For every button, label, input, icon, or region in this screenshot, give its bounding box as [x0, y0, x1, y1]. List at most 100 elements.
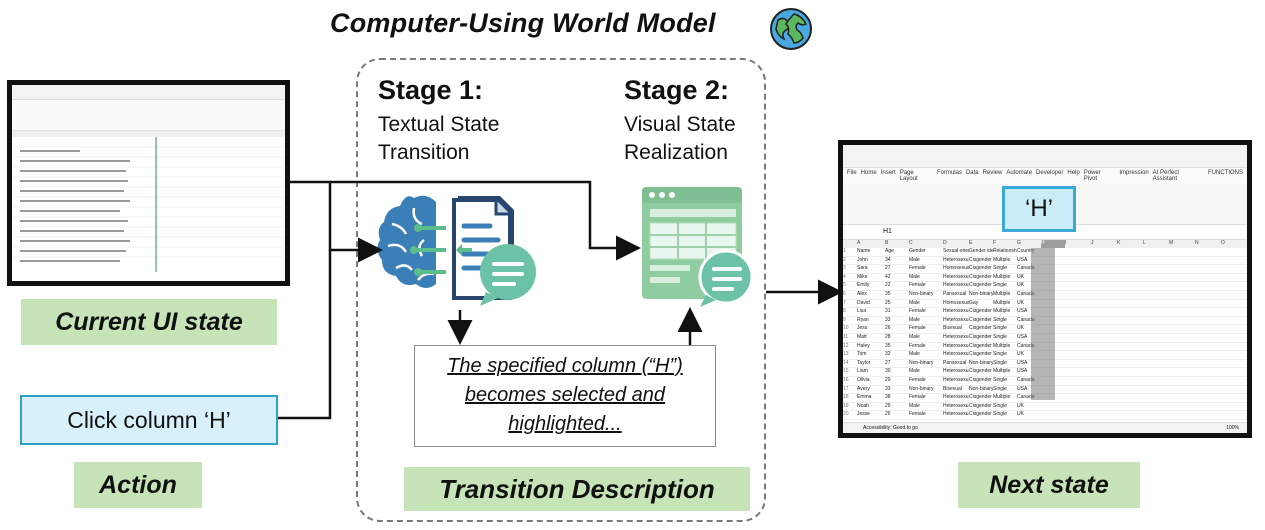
- table-cell[interactable]: Multiple: [993, 394, 1011, 401]
- row-number[interactable]: 13: [843, 351, 849, 358]
- row-number[interactable]: 2: [843, 256, 846, 263]
- table-cell[interactable]: Female: [909, 282, 926, 289]
- row-number[interactable]: 4: [843, 273, 846, 280]
- col-header-o[interactable]: O: [1221, 240, 1225, 246]
- table-cell[interactable]: 29: [885, 376, 891, 383]
- table-cell[interactable]: Male: [909, 368, 920, 375]
- table-cell[interactable]: Cisgender: [969, 325, 992, 332]
- table-cell[interactable]: Non-binary: [969, 290, 993, 297]
- table-cell[interactable]: Single: [993, 376, 1007, 383]
- table-cell[interactable]: 29: [885, 402, 891, 409]
- table-cell[interactable]: 33: [885, 385, 891, 392]
- table-cell[interactable]: Cisgender: [969, 273, 992, 280]
- table-cell[interactable]: Non-binary: [969, 359, 993, 366]
- table-cell[interactable]: Mike: [857, 273, 868, 280]
- table-cell[interactable]: 32: [885, 351, 891, 358]
- col-header-a[interactable]: A: [857, 240, 861, 246]
- table-cell[interactable]: Cisgender: [969, 376, 992, 383]
- tab-formulas[interactable]: Formulas: [936, 170, 962, 176]
- tab-file[interactable]: File: [847, 170, 857, 176]
- table-cell[interactable]: Heterosexual: [943, 376, 969, 383]
- row-number[interactable]: 12: [843, 342, 849, 349]
- name-box[interactable]: H1: [843, 225, 1247, 240]
- table-cell[interactable]: Olivia: [857, 376, 870, 383]
- table-cell[interactable]: Noah: [857, 402, 869, 409]
- table-cell[interactable]: Heterosexual: [943, 411, 969, 418]
- col-header-p[interactable]: P: [1247, 240, 1251, 246]
- table-cell[interactable]: Relationship status: [993, 248, 1017, 254]
- table-cell[interactable]: Female: [909, 411, 926, 418]
- table-cell[interactable]: Ryan: [857, 316, 869, 323]
- table-cell[interactable]: Liam: [857, 368, 868, 375]
- table-cell[interactable]: Multiple: [993, 299, 1011, 306]
- row-number[interactable]: 8: [843, 308, 846, 315]
- row-number[interactable]: 15: [843, 368, 849, 375]
- table-cell[interactable]: Heterosexual: [943, 308, 969, 315]
- table-cell[interactable]: 42: [885, 273, 891, 280]
- table-cell[interactable]: Pansexual: [943, 290, 967, 297]
- table-cell[interactable]: UK: [1017, 351, 1024, 358]
- table-cell[interactable]: 26: [885, 325, 891, 332]
- table-cell[interactable]: Country: [1017, 248, 1035, 254]
- table-cell[interactable]: 27: [885, 359, 891, 366]
- col-header-b[interactable]: B: [885, 240, 889, 246]
- table-cell[interactable]: Heterosexual: [943, 256, 969, 263]
- table-cell[interactable]: Single: [993, 351, 1007, 358]
- table-cell[interactable]: UK: [1017, 299, 1024, 306]
- table-cell[interactable]: USA: [1017, 359, 1028, 366]
- table-cell[interactable]: Alex: [857, 290, 867, 297]
- table-cell[interactable]: Non-binary: [969, 385, 993, 392]
- col-header-n[interactable]: N: [1195, 240, 1199, 246]
- tab-functions[interactable]: FUNCTIONS: [1208, 170, 1243, 176]
- table-cell[interactable]: Tom: [857, 351, 867, 358]
- table-cell[interactable]: UK: [1017, 325, 1024, 332]
- table-cell[interactable]: Female: [909, 265, 926, 272]
- table-cell[interactable]: Male: [909, 333, 920, 340]
- table-cell[interactable]: Non-binary: [909, 290, 934, 297]
- table-cell[interactable]: John: [857, 256, 868, 263]
- table-cell[interactable]: Lisa: [857, 308, 867, 315]
- table-cell[interactable]: Multiple: [993, 308, 1011, 315]
- table-cell[interactable]: UK: [1017, 402, 1024, 409]
- table-cell[interactable]: Jesse: [857, 411, 871, 418]
- tab-ai-perfect-assistant[interactable]: AI Perfect Assistant: [1152, 170, 1180, 182]
- table-cell[interactable]: Cisgender: [969, 368, 992, 375]
- col-header-f[interactable]: F: [993, 240, 997, 246]
- tab-help[interactable]: Help: [1067, 170, 1080, 176]
- table-cell[interactable]: USA: [1017, 256, 1028, 263]
- row-number[interactable]: 9: [843, 316, 846, 323]
- table-cell[interactable]: Single: [993, 411, 1007, 418]
- table-cell[interactable]: 38: [885, 394, 891, 401]
- table-cell[interactable]: Female: [909, 325, 926, 332]
- table-cell[interactable]: Non-binary: [909, 385, 934, 392]
- table-cell[interactable]: Cisgender: [969, 342, 992, 349]
- table-cell[interactable]: Multiple: [993, 368, 1011, 375]
- table-cell[interactable]: Single: [993, 402, 1007, 409]
- table-cell[interactable]: Male: [909, 402, 920, 409]
- col-header-h[interactable]: H: [1041, 240, 1065, 248]
- table-cell[interactable]: Homosexual: [943, 299, 969, 306]
- table-cell[interactable]: Sexual orientation: [943, 248, 969, 254]
- table-cell[interactable]: Emily: [857, 282, 870, 289]
- table-cell[interactable]: 31: [885, 308, 891, 315]
- col-header-e[interactable]: E: [969, 240, 973, 246]
- table-cell[interactable]: UK: [1017, 411, 1024, 418]
- selected-column-h[interactable]: [1031, 248, 1055, 400]
- table-cell[interactable]: Female: [909, 308, 926, 315]
- col-header-d[interactable]: D: [943, 240, 947, 246]
- table-cell[interactable]: Cisgender: [969, 316, 992, 323]
- tab-impression[interactable]: Impression: [1119, 170, 1149, 176]
- table-cell[interactable]: Female: [909, 376, 926, 383]
- col-header-k[interactable]: K: [1117, 240, 1121, 246]
- table-cell[interactable]: Taylor: [857, 359, 871, 366]
- table-cell[interactable]: Multiple: [993, 256, 1011, 263]
- table-cell[interactable]: Cisgender: [969, 411, 992, 418]
- table-cell[interactable]: 22: [885, 282, 891, 289]
- table-cell[interactable]: Heterosexual: [943, 351, 969, 358]
- tab-insert[interactable]: Insert: [880, 170, 896, 176]
- tab-page-layout[interactable]: Page Layout: [899, 170, 918, 182]
- table-cell[interactable]: Gender: [909, 248, 926, 254]
- table-cell[interactable]: Cisgender: [969, 282, 992, 289]
- row-number[interactable]: 11: [843, 333, 849, 340]
- table-cell[interactable]: 35: [885, 290, 891, 297]
